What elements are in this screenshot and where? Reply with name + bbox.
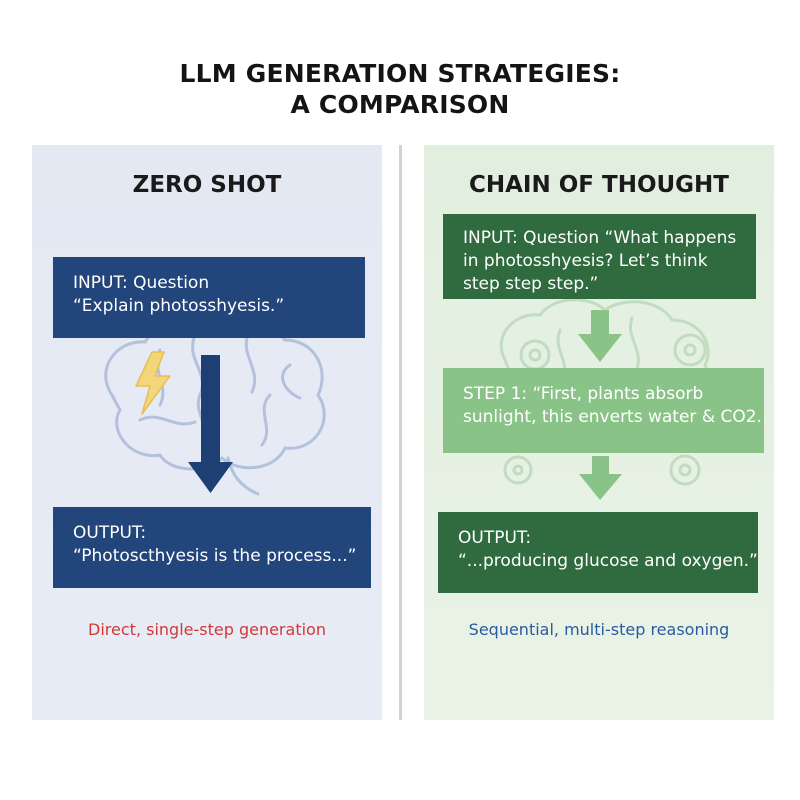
- zero-shot-output-line-1: OUTPUT:: [73, 523, 147, 543]
- zero-shot-output-line-2: “Photosсthyesis is the process...”: [73, 546, 357, 566]
- chain-of-thought-caption: Sequential, multi-step reasoning: [468, 620, 730, 639]
- chain-arrow-2: [579, 456, 622, 500]
- zero-shot-input-box: INPUT: Question “Explain photosshyesis.”: [53, 257, 365, 338]
- zero-shot-input-line-2: “Explain photosshyesis.”: [73, 296, 285, 316]
- zero-shot-arrow: [188, 355, 233, 493]
- panel-divider: [399, 145, 402, 720]
- chain-of-thought-step-line-2: sunlight, this enverts water & CO2.: [463, 407, 762, 427]
- chain-of-thought-heading: CHAIN OF THOUGHT: [469, 172, 729, 198]
- chain-of-thought-output-box: OUTPUT: “...producing glucose and oxygen…: [438, 512, 758, 593]
- zero-shot-output-box: OUTPUT: “Photosсthyesis is the process..…: [53, 507, 371, 588]
- page-title-line-2: A COMPARISON: [290, 90, 510, 119]
- chain-of-thought-output-line-1: OUTPUT:: [458, 528, 532, 548]
- lightning-bolt-icon: [135, 351, 171, 415]
- page-title-line-1: LLM GENERATION STRATEGIES:: [179, 59, 621, 88]
- chain-of-thought-output-line-2: “...producing glucose and oxygen.”: [458, 551, 758, 571]
- zero-shot-input-line-1: INPUT: Question: [73, 273, 210, 293]
- chain-of-thought-input-box: INPUT: Question “What happens in photoss…: [443, 214, 756, 299]
- chain-of-thought-step-box: STEP 1: “First, plants absorb sunlight, …: [443, 368, 764, 453]
- chain-of-thought-input-line-1: INPUT: Question “What happens: [463, 228, 737, 248]
- chain-arrow-1: [578, 310, 622, 362]
- chain-of-thought-input-line-2: in photosshyesis? Let’s think: [463, 251, 708, 271]
- chain-of-thought-step-line-1: STEP 1: “First, plants absorb: [463, 384, 704, 404]
- chain-of-thought-input-line-3: step step step.”: [463, 274, 599, 294]
- zero-shot-heading: ZERO SHOT: [132, 172, 282, 198]
- zero-shot-caption: Direct, single-step generation: [88, 620, 326, 639]
